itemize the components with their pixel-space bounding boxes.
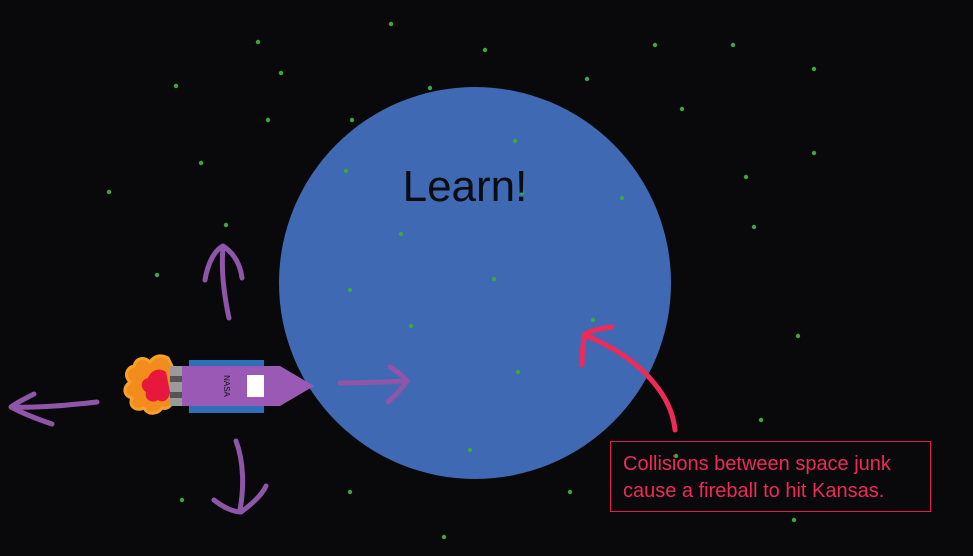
star [515,369,521,375]
star-field [106,21,817,540]
star [388,21,394,27]
rocket-label: NASA [222,375,231,397]
star [743,174,749,180]
star [679,106,685,112]
arrow-up-icon[interactable] [202,243,245,321]
curved-arrow-icon [579,324,678,433]
planet-title: Learn! [402,162,528,211]
flame-icon [123,354,174,415]
star [223,222,229,228]
star [791,517,797,523]
rocket-nose [280,366,314,406]
rocket-window [247,375,264,397]
star [343,168,349,174]
arrow-down-icon[interactable] [211,438,269,515]
star [795,333,801,339]
star [584,76,590,82]
rocket-icon[interactable]: NASA [123,354,314,415]
star [590,317,596,323]
planet [279,87,671,479]
star [427,85,433,91]
star [347,287,353,293]
star [512,138,518,144]
star [751,224,757,230]
star [673,453,679,459]
star [491,276,497,282]
star [198,160,204,166]
arrow-right-icon[interactable] [337,364,410,405]
arrow-left-icon[interactable] [8,391,100,427]
star [519,190,525,196]
star [179,497,185,503]
star [408,323,414,329]
caption-box: Collisions between space junk cause a fi… [610,441,931,512]
star [811,66,817,72]
star [567,489,573,495]
star [811,150,817,156]
star [265,117,271,123]
star [349,117,355,123]
star [619,195,625,201]
star [154,272,160,278]
star [467,447,473,453]
star [255,39,261,45]
caption-line-2: cause a fireball to hit Kansas. [623,480,885,502]
star [758,417,764,423]
caption-line-1: Collisions between space junk [623,453,891,475]
star [482,47,488,53]
star [441,534,447,540]
rocket-nozzle [170,366,184,406]
star [347,489,353,495]
star [106,189,112,195]
star [730,42,736,48]
star [398,231,404,237]
star [652,42,658,48]
star [278,70,284,76]
star [173,83,179,89]
